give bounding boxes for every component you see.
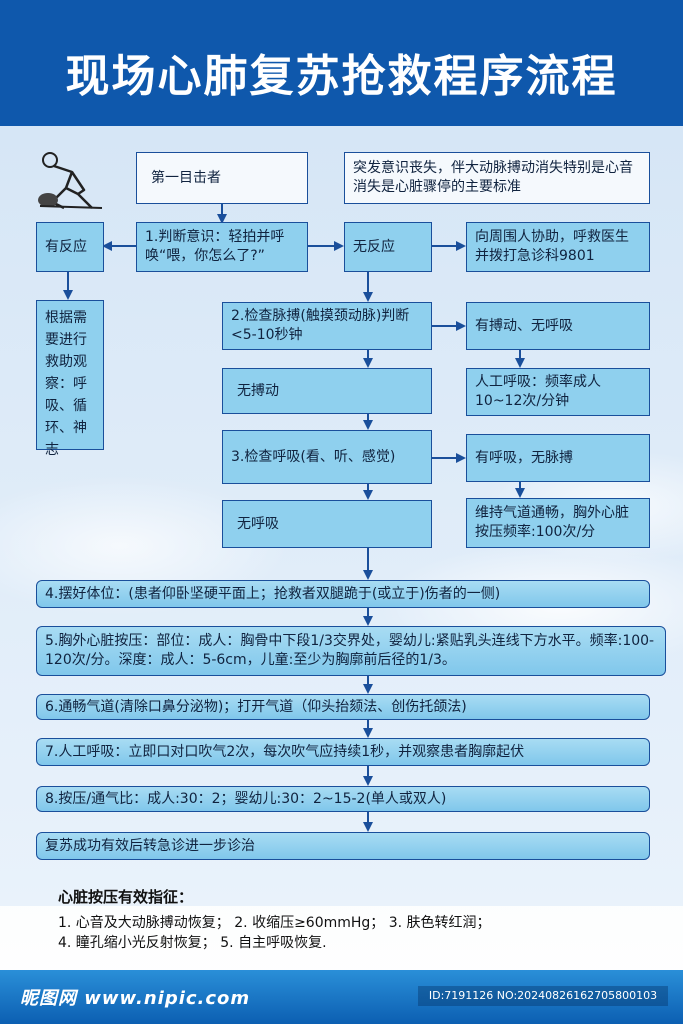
label-responsive: 有反应	[45, 238, 87, 255]
box-maintain-airway: 维持气道通畅，胸外心脏按压频率:100次/分	[466, 498, 650, 548]
box-judge-consciousness: 1.判断意识：轻拍并呼唤“喂，你怎么了?”	[136, 222, 308, 272]
label-check-pulse: 2.检查脉搏(触摸颈动脉)判断<5-10秒钟	[231, 308, 410, 343]
label-observe: 根据需要进行救助观察：呼吸、循环、神志	[45, 310, 87, 458]
label-pulse-no-breath: 有搏动、无呼吸	[475, 317, 573, 334]
step-artificial-respiration: 7.人工呼吸：立即口对口吹气2次，每次吹气应持续1秒，并观察患者胸廓起伏	[36, 738, 650, 766]
label-rescue-breath: 人工呼吸：频率成人10~12次/分钟	[475, 374, 601, 409]
box-observe: 根据需要进行救助观察：呼吸、循环、神志	[36, 300, 104, 458]
step-transfer: 复苏成功有效后转急诊进一步诊治	[36, 832, 650, 860]
footer-bar	[0, 970, 683, 1024]
effective-indicators: 心脏按压有效指征： 1. 心音及大动脉搏动恢复； 2. 收缩压≥60mmHg； …	[58, 886, 658, 953]
box-criteria: 突发意识丧失，伴大动脉搏动消失特别是心音消失是心脏骤停的主要标准	[344, 152, 650, 204]
page-title: 现场心肺复苏抢救程序流程	[65, 51, 618, 102]
box-unresponsive: 无反应	[344, 222, 432, 272]
indicators-line-2: 4. 瞳孔缩小光反射恢复； 5. 自主呼吸恢复.	[58, 935, 327, 951]
box-breath-no-pulse: 有呼吸，无脉搏	[466, 434, 650, 482]
cpr-person-icon	[38, 152, 103, 210]
box-first-witness: 第一目击者	[136, 152, 308, 204]
box-pulse-no-breath: 有搏动、无呼吸	[466, 302, 650, 350]
label-step-transfer: 复苏成功有效后转急诊进一步诊治	[45, 837, 255, 854]
box-no-pulse: 无搏动	[222, 368, 432, 414]
label-step-artificial-respiration: 7.人工呼吸：立即口对口吹气2次，每次吹气应持续1秒，并观察患者胸廓起伏	[45, 743, 525, 760]
label-judge-consciousness: 1.判断意识：轻拍并呼唤“喂，你怎么了?”	[145, 229, 285, 264]
label-step-compression: 5.胸外心脏按压：部位：成人：胸骨中下段1/3交界处，婴幼儿:紧贴乳头连线下方水…	[45, 633, 655, 668]
site-logo: 昵图网 www.nipic.com	[20, 988, 251, 1009]
step-airway: 6.通畅气道(清除口鼻分泌物)；打开气道（仰头抬颏法、创伤托颌法)	[36, 694, 650, 720]
label-maintain-airway: 维持气道通畅，胸外心脏按压频率:100次/分	[475, 505, 629, 540]
label-breath-no-pulse: 有呼吸，无脉搏	[475, 449, 573, 466]
label-call-help: 向周围人协助，呼救医生并拨打急诊科9801	[475, 229, 629, 264]
label-no-breath: 无呼吸	[237, 515, 279, 532]
box-check-pulse: 2.检查脉搏(触摸颈动脉)判断<5-10秒钟	[222, 302, 432, 350]
box-no-breath: 无呼吸	[222, 500, 432, 548]
step-position: 4.摆好体位：(患者仰卧坚硬平面上；抢救者双腿跪于(或立于)伤者的一侧)	[36, 580, 650, 608]
indicators-line-1: 1. 心音及大动脉搏动恢复； 2. 收缩压≥60mmHg； 3. 肤色转红润；	[58, 915, 491, 931]
label-criteria: 突发意识丧失，伴大动脉搏动消失特别是心音消失是心脏骤停的主要标准	[353, 160, 633, 195]
step-compression: 5.胸外心脏按压：部位：成人：胸骨中下段1/3交界处，婴幼儿:紧贴乳头连线下方水…	[36, 626, 666, 676]
step-ratio: 8.按压/通气比：成人:30：2；婴幼儿:30：2~15-2(单人或双人)	[36, 786, 650, 812]
label-first-witness: 第一目击者	[151, 169, 221, 186]
box-rescue-breath: 人工呼吸：频率成人10~12次/分钟	[466, 368, 650, 416]
image-id-label: ID:7191126 NO:20240826162705800103	[418, 986, 668, 1006]
label-step-airway: 6.通畅气道(清除口鼻分泌物)；打开气道（仰头抬颏法、创伤托颌法)	[45, 698, 467, 715]
box-call-help: 向周围人协助，呼救医生并拨打急诊科9801	[466, 222, 650, 272]
label-no-pulse: 无搏动	[237, 382, 279, 399]
label-unresponsive: 无反应	[353, 238, 395, 255]
box-responsive: 有反应	[36, 222, 104, 272]
box-check-breath: 3.检查呼吸(看、听、感觉)	[222, 430, 432, 484]
label-check-breath: 3.检查呼吸(看、听、感觉)	[231, 448, 396, 465]
title-banner	[0, 0, 683, 126]
indicators-heading: 心脏按压有效指征：	[58, 888, 194, 906]
label-step-ratio: 8.按压/通气比：成人:30：2；婴幼儿:30：2~15-2(单人或双人)	[45, 790, 447, 807]
label-step-position: 4.摆好体位：(患者仰卧坚硬平面上；抢救者双腿跪于(或立于)伤者的一侧)	[45, 585, 501, 602]
